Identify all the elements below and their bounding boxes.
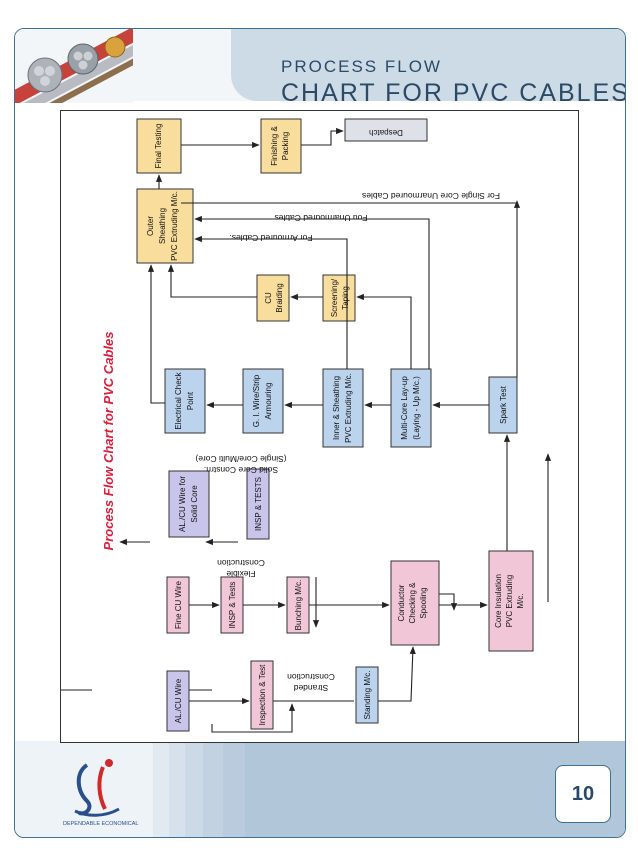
- text-core-ins-3: M/c.: [516, 593, 525, 608]
- header-line-1: PROCESS FLOW: [281, 57, 442, 76]
- text-insp-tests-2: INSP & TESTS: [254, 477, 263, 531]
- box-electrical-check: [164, 368, 206, 434]
- box-insp-tests-2: [246, 468, 270, 540]
- label-armoured: For Armoured Cables.: [229, 233, 312, 243]
- box-layer: [136, 118, 534, 732]
- text-electrical-1: Electrical Check: [174, 371, 183, 429]
- page-number-box: 10: [555, 765, 611, 823]
- header-line-2: CHART FOR PVC CABLES: [281, 79, 626, 107]
- side-title: Process Flow Chart for PVC Cables: [101, 332, 116, 551]
- box-inspection-test: [250, 660, 274, 730]
- text-multi-1: Multi-Core Lay-up: [400, 376, 409, 440]
- page-number: 10: [571, 783, 595, 805]
- text-conductor-2: Checking &: [408, 582, 417, 624]
- text-despatch: Despatch: [369, 128, 403, 137]
- box-spark-test: [488, 376, 518, 434]
- box-screening: [322, 274, 356, 322]
- text-standing: Standing M/c.: [363, 671, 372, 720]
- text-conductor-3: Spooling: [419, 587, 428, 618]
- box-gi-wire: [242, 368, 284, 434]
- label-stranded-2: Construction: [287, 672, 335, 682]
- text-fine-cu-wire: Fine CU Wire: [174, 580, 183, 629]
- text-outer-3: PVC Extruding M/c.: [170, 191, 179, 261]
- arrow-layer: [147, 127, 521, 705]
- text-al-cu-solid-2: Solid Core: [190, 485, 199, 523]
- box-conductor-checking: [390, 560, 440, 646]
- text-al-cu-solid-1: AL./CU Wire for: [178, 476, 187, 532]
- label-solid-2: (Single Core/Multi Core): [195, 454, 286, 464]
- company-logo: DEPENDABLE ECONOMICAL: [63, 759, 139, 827]
- label-single-core: For Single Core Unarmoured Cables: [362, 191, 500, 201]
- flow-chart-frame: Process Flow Chart for PVC Cables: [60, 110, 579, 743]
- text-inner-2: PVC Extruding M/c.: [344, 373, 353, 443]
- text-finishing-2: Packing: [281, 132, 290, 160]
- text-core-ins-1: Core Insulation: [494, 574, 503, 628]
- text-braiding-1: CU: [264, 292, 273, 304]
- text-bunching: Bunching M/c.: [294, 580, 303, 631]
- box-despatch: [344, 118, 428, 142]
- text-braiding-2: Braiding: [275, 283, 284, 312]
- box-cu-braiding: [256, 274, 290, 322]
- text-core-ins-2: PVC Extruding: [505, 575, 514, 627]
- text-gi-2: Armouring: [264, 383, 273, 420]
- text-outer-2: Sheathing: [158, 208, 167, 244]
- label-layer: Stranded Construction Flexible Construct…: [195, 191, 500, 693]
- text-gi-1: G. I. Wire/Strip: [252, 374, 261, 427]
- text-screening-1: Screening/: [330, 278, 339, 317]
- text-conductor-1: Conductor: [397, 584, 406, 621]
- label-unarmoured: Fou Unarmoured Cables: [274, 213, 367, 223]
- text-screening-2: Taping: [341, 286, 350, 310]
- box-final-testing: [136, 118, 182, 174]
- box-outer-sheathing: [136, 188, 194, 264]
- text-outer-1: Outer: [146, 216, 155, 236]
- cable-photo: [15, 29, 133, 103]
- text-al-cu-wire: AL./CU Wire: [174, 678, 183, 723]
- box-multi-core: [390, 368, 432, 448]
- text-final-testing: Final Testing: [154, 124, 163, 169]
- text-electrical-2: Point: [186, 391, 195, 410]
- flow-chart: Process Flow Chart for PVC Cables: [60, 118, 552, 733]
- text-finishing-1: Finishing &: [270, 126, 279, 166]
- box-finishing: [260, 118, 302, 174]
- text-multi-2: (Laying - Up M/c.): [412, 376, 421, 440]
- text-spark-test: Spark Test: [499, 385, 508, 423]
- box-al-cu-solid: [168, 470, 210, 538]
- text-inspection-test: Inspection & Test: [258, 664, 267, 726]
- box-standing: [355, 666, 379, 724]
- label-stranded-1: Stranded: [293, 683, 328, 693]
- label-flexible-1: Flexible: [226, 569, 256, 579]
- logo-tagline: DEPENDABLE ECONOMICAL: [63, 821, 139, 827]
- box-text-layer: AL./CU Wire Inspection & Test Standing M…: [146, 124, 525, 726]
- text-insp-tests: INSP & Tests: [228, 582, 237, 629]
- box-core-insulation: [488, 550, 534, 652]
- label-flexible-2: Construction: [217, 558, 265, 568]
- box-inner-sheathing: [322, 368, 364, 448]
- label-solid-1: Solid Core Constrn.: [204, 465, 278, 475]
- header-tab: [231, 29, 625, 101]
- text-inner-1: Inner & Sheathing: [332, 376, 341, 440]
